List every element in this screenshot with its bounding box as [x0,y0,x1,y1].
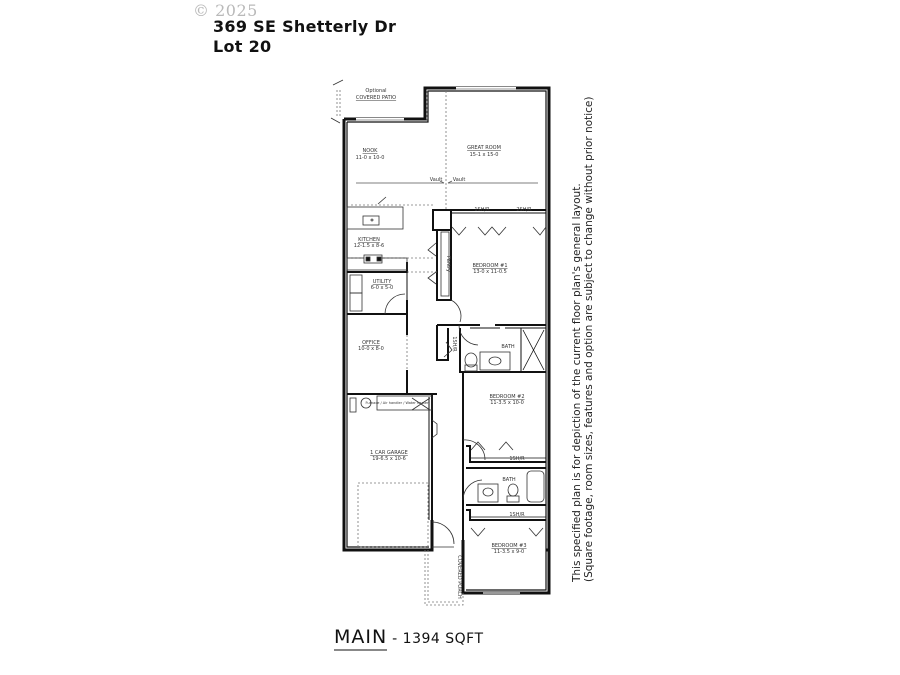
porch-label: COVERED PORCH [456,555,462,599]
bedroom3-size: 11-3.5 x 9-0 [494,549,524,555]
great-room-label: GREAT ROOM [467,145,501,151]
utility-label: UTILITY [373,279,393,285]
patio-label: Optional [365,88,386,94]
bedroom2-label: BEDROOM #2 [489,394,524,400]
plan-title: MAIN - 1394 SQFT [334,626,484,651]
linen-shelf-label: 1SH/R [451,336,457,352]
bedroom2-size: 11-3.5 x 10-0 [490,400,524,406]
closet-shelf-label: 1SH/R [474,207,490,213]
closet-shelf-label: 1SH/R [509,456,525,462]
bedroom1-label: BEDROOM #1 [472,263,507,269]
vault-label: Vault [430,177,443,183]
lot-number: Lot 20 [213,37,272,56]
office-label: OFFICE [362,340,380,346]
copyright-notice: © 2025 [193,1,258,20]
garage-label: 1 CAR GARAGE [370,450,408,456]
bedroom1-size: 13-0 x 11-0.5 [473,269,507,275]
address-line: 369 SE Shetterly Dr [213,17,397,36]
disclaimer-line: This specified plan is for depiction of … [571,183,583,582]
square-footage: 1394 SQFT [402,631,484,647]
exterior-wall [342,119,434,552]
bedroom3-label: BEDROOM #3 [491,543,526,549]
bath1-label: BATH [501,344,515,350]
nook-size: 11-0 x 10-0 [356,155,385,161]
utility-size: 6-0 x 5-0 [371,285,393,291]
kitchen-label: KITCHEN [358,237,380,243]
disclaimer-line: (Square footage, room sizes, features an… [583,96,595,582]
garage-size: 19-6.5 x 10-6 [372,456,406,462]
nook-label: NOOK [363,148,379,154]
office-size: 10-0 x 8-0 [358,346,384,352]
level-label: MAIN [334,626,388,651]
title-separator: - [387,631,403,647]
great-room-size: 15-1 x 15-0 [470,152,499,158]
bath2-label: BATH [502,477,516,483]
closet-shelf-label: 2SH/R [516,207,532,213]
closet-shelf-label: 1SH/R [509,512,525,518]
patio-label: COVERED PATIO [356,95,396,101]
mechanical-note: Furnace / Air handler / Water heater [366,401,429,405]
pantry-label: Pantry [445,256,451,272]
vault-label: Vault [453,177,466,183]
kitchen-size: 12-1.5 x 8-6 [354,243,384,249]
